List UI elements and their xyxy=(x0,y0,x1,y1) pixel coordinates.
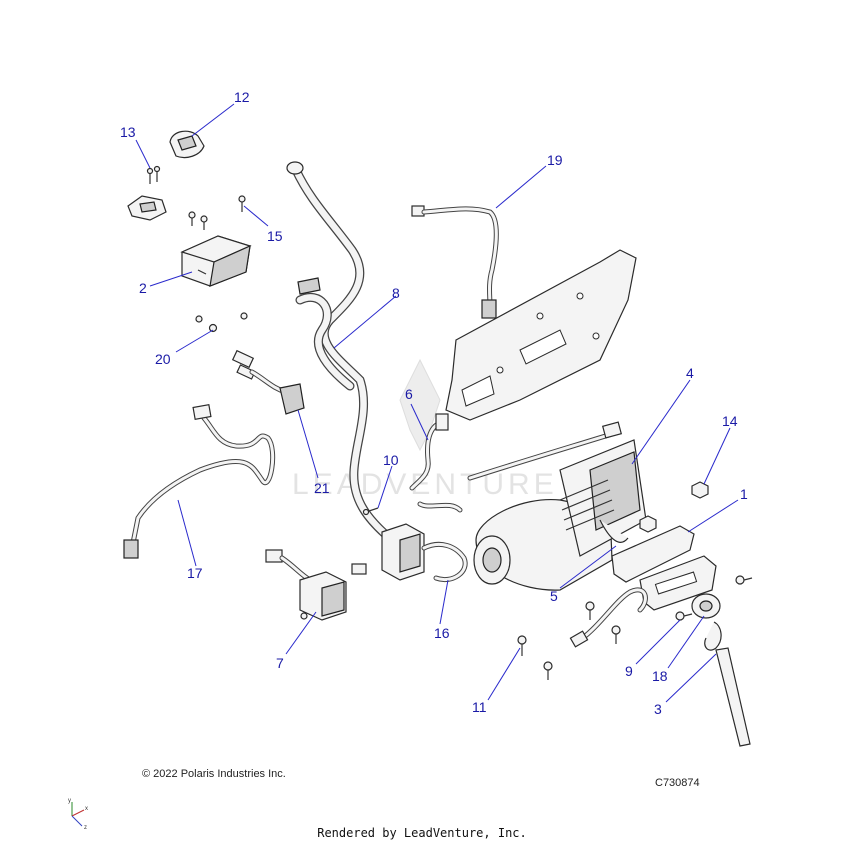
callout-16[interactable]: 16 xyxy=(434,625,450,641)
part-7-solenoid[interactable] xyxy=(265,549,347,621)
part-10-pin[interactable] xyxy=(362,507,379,516)
diagram-code: C730874 xyxy=(655,777,700,789)
callout-2[interactable]: 2 xyxy=(139,280,147,296)
callout-21[interactable]: 21 xyxy=(314,480,330,496)
callout-5[interactable]: 5 xyxy=(550,588,558,604)
callout-14[interactable]: 14 xyxy=(722,413,738,429)
callouts: 12 13 2 15 20 8 19 21 6 10 17 7 16 4 14 … xyxy=(120,89,748,717)
part-12-clip[interactable] xyxy=(169,130,205,159)
callout-19[interactable]: 19 xyxy=(547,152,563,168)
part-8-cables[interactable] xyxy=(286,161,397,545)
callout-12[interactable]: 12 xyxy=(234,89,250,105)
callout-17[interactable]: 17 xyxy=(187,565,203,581)
axis-triad: y x z xyxy=(68,798,88,831)
part-4-winch[interactable] xyxy=(467,421,647,591)
part-17-harness[interactable] xyxy=(123,404,276,559)
part-5-cable[interactable] xyxy=(569,587,648,648)
switch-bezel[interactable] xyxy=(127,195,167,221)
part-21-harness[interactable] xyxy=(231,349,305,415)
axis-y-label: y xyxy=(68,798,71,804)
callout-15[interactable]: 15 xyxy=(267,228,283,244)
callout-20[interactable]: 20 xyxy=(155,351,171,367)
callout-11[interactable]: 11 xyxy=(472,699,487,715)
callout-6[interactable]: 6 xyxy=(405,386,413,402)
part-6-connector[interactable] xyxy=(409,413,449,491)
callout-8[interactable]: 8 xyxy=(392,285,400,301)
part-9-bolts[interactable] xyxy=(675,575,753,621)
part-2-control-module[interactable] xyxy=(180,235,252,287)
callout-4[interactable]: 4 xyxy=(686,365,694,381)
winch-drum-lines xyxy=(559,479,615,531)
callout-3[interactable]: 3 xyxy=(654,701,662,717)
callout-9[interactable]: 9 xyxy=(625,663,633,679)
winch-mounting-plate[interactable] xyxy=(445,249,637,421)
part-11-bolts[interactable] xyxy=(517,601,621,680)
rendered-by-credit: Rendered by LeadVenture, Inc. xyxy=(317,826,527,840)
callout-10[interactable]: 10 xyxy=(383,452,399,468)
part-1-bracket[interactable] xyxy=(611,525,717,611)
callout-13[interactable]: 13 xyxy=(120,124,136,140)
callout-7[interactable]: 7 xyxy=(276,655,284,671)
part-19-harness[interactable] xyxy=(411,205,499,319)
copyright-text: © 2022 Polaris Industries Inc. xyxy=(142,768,286,780)
part-20-nuts[interactable] xyxy=(195,312,248,333)
axis-x-label: x xyxy=(85,806,88,812)
part-13-screws[interactable] xyxy=(146,165,161,185)
callout-18[interactable]: 18 xyxy=(652,668,668,684)
leader-lines xyxy=(135,103,739,703)
part-18-hook-mount[interactable] xyxy=(691,593,721,619)
part-14-nut[interactable] xyxy=(639,481,709,533)
part-15-screws[interactable] xyxy=(188,195,246,230)
callout-1[interactable]: 1 xyxy=(740,486,748,502)
axis-z-label: z xyxy=(84,825,87,831)
part-16-contactor[interactable] xyxy=(351,501,468,582)
part-3-strap[interactable] xyxy=(704,621,751,747)
